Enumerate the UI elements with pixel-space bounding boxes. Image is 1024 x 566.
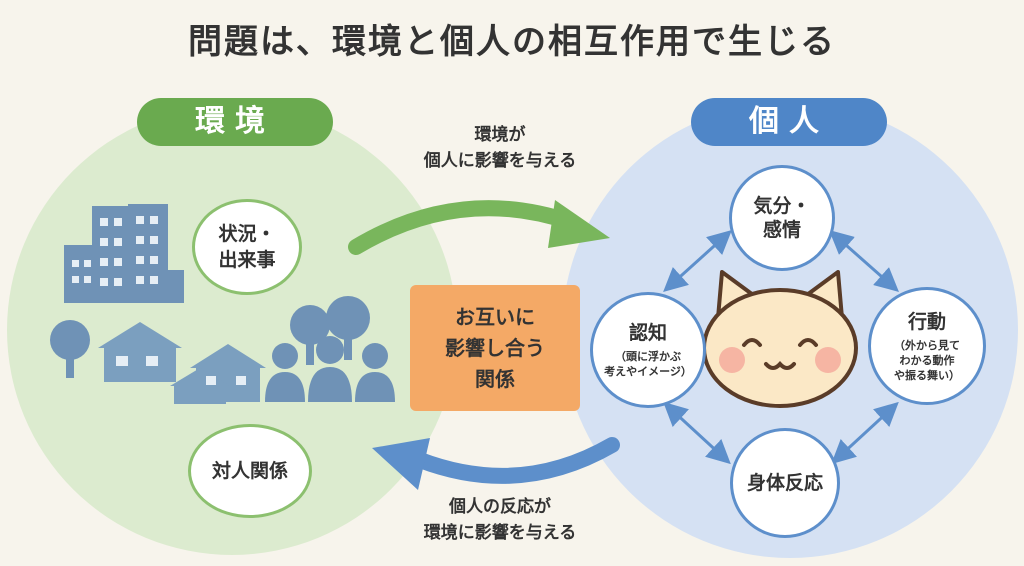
building-icon <box>64 204 184 303</box>
body-bubble: 身体反応 <box>730 428 840 538</box>
cognition-note-2: 考えやイメージ） <box>604 365 692 378</box>
behavior-note-1: （外から見て <box>894 338 960 352</box>
top-arrow-line-2: 個人に影響を与える <box>423 151 577 171</box>
mood-bubble: 気分・ 感情 <box>729 165 835 271</box>
bottom-arrow <box>412 437 620 484</box>
cognition-body-arrow <box>663 401 731 465</box>
center-line-2: 影響し合う <box>445 335 545 360</box>
behavior-body-arrow <box>831 401 899 465</box>
circumstances-line-2: 出来事 <box>218 249 276 271</box>
bottom-arrow-line-1: 個人の反応が <box>449 497 551 517</box>
people-icon <box>265 336 395 402</box>
bottom-arrow-line-2: 環境に影響を与える <box>423 523 577 543</box>
body-label: 身体反応 <box>746 472 823 494</box>
behavior-bubble: 行動 （外から見て わかる動作 や振る舞い） <box>868 287 986 405</box>
tree-icon <box>50 296 370 378</box>
behavior-note-3: や振る舞い） <box>894 368 960 382</box>
mutual-influence-box: お互いに 影響し合う 関係 <box>410 285 580 411</box>
individual-label: 個人 <box>691 98 887 146</box>
circumstances-bubble: 状況・ 出来事 <box>192 199 302 295</box>
mood-line-1: 気分・ <box>753 195 811 217</box>
top-arrow-line-1: 環境が <box>474 125 526 145</box>
behavior-label: 行動 <box>907 310 946 333</box>
page-title: 問題は、環境と個人の相互作用で生じる <box>188 22 836 62</box>
cognition-bubble: 認知 （頭に浮かぶ 考えやイメージ） <box>590 292 706 408</box>
environment-label: 環境 <box>137 98 333 146</box>
relationships-bubble: 対人関係 <box>188 424 312 518</box>
top-arrow <box>348 200 578 255</box>
mood-cognition-arrow <box>663 229 732 293</box>
bottom-arrowhead <box>372 438 430 490</box>
circumstances-line-1: 状況・ <box>218 223 276 245</box>
bottom-arrow-label: 個人の反応が 環境に影響を与える <box>400 494 600 546</box>
cat-face-icon <box>702 270 858 408</box>
top-arrowhead <box>548 200 610 248</box>
top-arrow-label: 環境が 個人に影響を与える <box>400 122 600 174</box>
behavior-note-2: わかる動作 <box>899 353 955 367</box>
mood-line-2: 感情 <box>762 219 801 241</box>
mood-behavior-arrow <box>829 230 899 292</box>
cognition-note-1: （頭に浮かぶ <box>615 350 681 363</box>
center-line-3: 関係 <box>475 366 515 391</box>
center-line-1: お互いに <box>455 304 535 329</box>
relationships-label: 対人関係 <box>211 460 288 482</box>
cognition-label: 認知 <box>628 322 667 344</box>
